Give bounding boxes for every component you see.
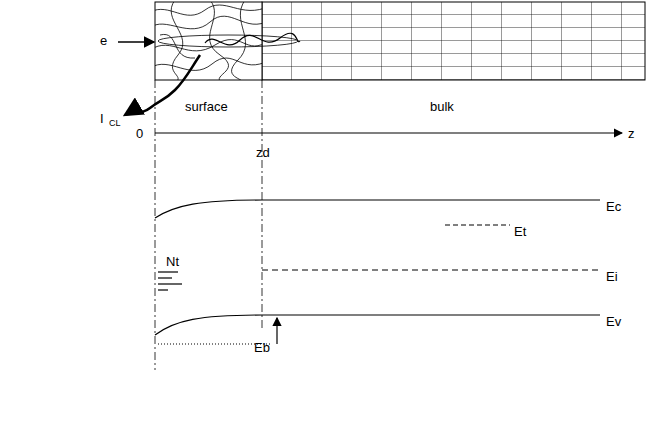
eb-arrow	[276, 318, 277, 344]
trap-levels	[158, 272, 182, 290]
level-label: Et	[514, 225, 526, 238]
ei-line	[262, 270, 600, 271]
electron-beam	[118, 41, 154, 43]
et-line	[445, 225, 510, 226]
electron-track	[205, 33, 300, 45]
ev-line	[155, 315, 600, 335]
cl-label: I	[100, 112, 104, 125]
barrier-label: Eb	[254, 341, 270, 354]
axis-name: z	[628, 127, 635, 140]
region-label: surface	[185, 100, 228, 113]
region-label: bulk	[430, 100, 454, 113]
ec-line	[155, 200, 600, 218]
cl-subscript: CL	[109, 119, 121, 128]
band-label: Ev	[606, 315, 621, 328]
level-label: Ei	[606, 270, 618, 283]
axis-mark: zd	[256, 146, 270, 159]
axis-origin: 0	[136, 127, 143, 140]
band-label: Ec	[606, 200, 621, 213]
surface-texture	[155, 2, 262, 80]
bulk-grid	[262, 2, 645, 80]
region-boundaries	[155, 80, 262, 370]
trap-label: Nt	[166, 255, 179, 268]
z-axis	[155, 132, 622, 133]
beam-label: e	[100, 34, 107, 47]
